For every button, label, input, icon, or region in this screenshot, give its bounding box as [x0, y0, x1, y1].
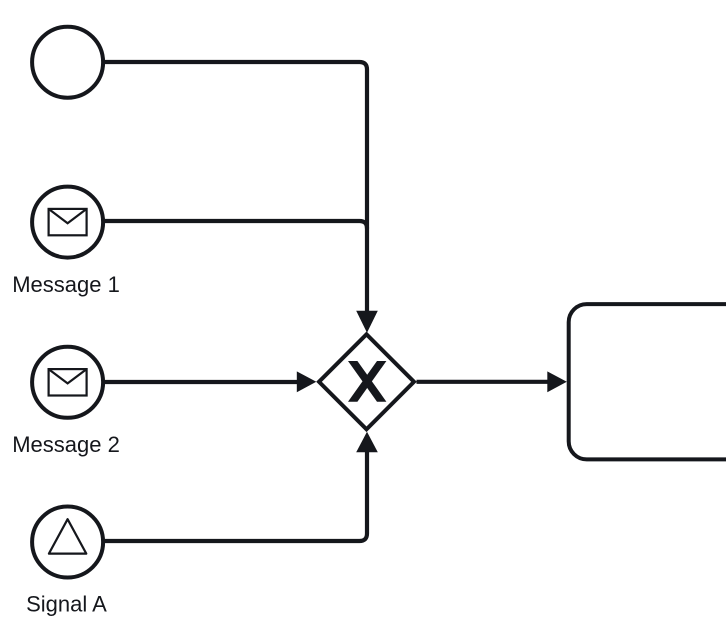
svg-text:Message 2: Message 2 — [12, 432, 120, 457]
svg-text:Message 1: Message 1 — [12, 272, 120, 297]
svg-text:Signal A: Signal A — [26, 592, 107, 617]
